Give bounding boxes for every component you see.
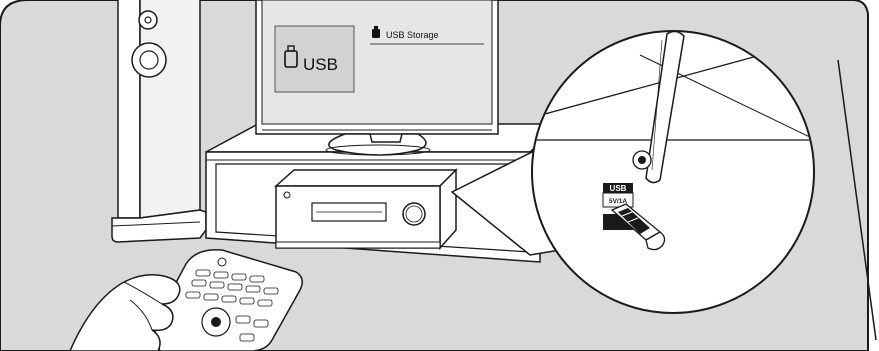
zoom-detail-circle: USB 5V/1A <box>530 31 816 313</box>
speaker-woofer <box>132 43 166 77</box>
speaker-tweeter <box>139 11 157 29</box>
usb-storage-label: USB Storage <box>386 30 439 40</box>
usb-port-label: USB <box>610 184 627 193</box>
usb-tile-label: USB <box>303 55 338 74</box>
floor-speaker <box>112 0 206 242</box>
television: USB USB Storage <box>256 0 498 155</box>
av-receiver <box>276 170 456 248</box>
